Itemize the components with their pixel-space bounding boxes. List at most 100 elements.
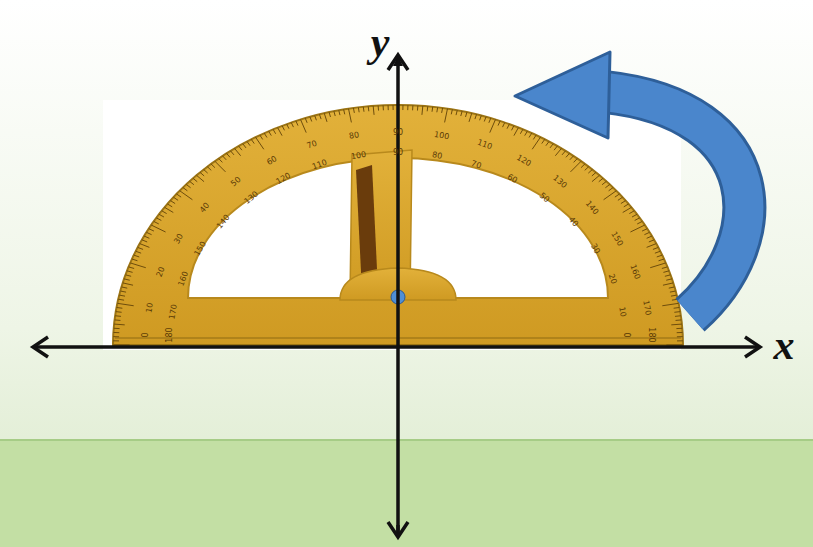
scale-tick [503, 122, 505, 127]
scale-tick [588, 169, 592, 173]
scale-tick [604, 191, 617, 200]
scale-tick [154, 221, 159, 224]
scale-tick [373, 106, 375, 115]
scale-tick [200, 172, 204, 176]
scale-tick [585, 167, 589, 171]
green-band [0, 440, 813, 547]
scale-tick [592, 172, 596, 176]
scale-tick [127, 271, 133, 273]
scale-tick [675, 315, 681, 317]
scale-tick [662, 267, 668, 269]
scale-tick [207, 167, 211, 171]
scale-tick [436, 107, 438, 112]
scale-tick [183, 188, 187, 191]
rotation-arrow-head [515, 52, 610, 138]
scale-tick [421, 106, 423, 115]
scale-tick [118, 299, 124, 301]
scale-tick [498, 121, 500, 126]
scale-tick [484, 117, 486, 122]
y-axis-head [388, 55, 408, 70]
scale-tick [674, 311, 680, 313]
scale-tick [256, 137, 264, 149]
scale-tick [349, 109, 352, 123]
scale-tick [123, 283, 133, 285]
scale-number: 10 [618, 306, 628, 317]
scale-tick [124, 279, 130, 280]
scale-tick [215, 161, 226, 172]
scale-tick [219, 158, 223, 162]
scale-tick [546, 141, 549, 145]
scale-tick [149, 229, 154, 231]
scale-number: 80 [348, 131, 359, 141]
scale-tick [301, 119, 307, 132]
scale-tick [456, 110, 457, 115]
scale-tick [388, 105, 389, 110]
scale-tick [671, 295, 677, 296]
scale-number: 180 [166, 327, 174, 342]
scale-tick [542, 139, 545, 143]
scale-tick [555, 148, 561, 155]
scale-tick [570, 156, 574, 160]
scale-number: 0 [142, 332, 150, 337]
scale-tick [339, 110, 340, 115]
scale-number: 0 [622, 332, 630, 337]
scale-tick [533, 135, 536, 139]
scale-number: 180 [646, 327, 654, 342]
scale-tick [130, 263, 146, 268]
scale-tick [278, 127, 283, 135]
axis-label: y [371, 21, 390, 63]
scale-tick [662, 303, 678, 305]
scale-tick [146, 232, 151, 234]
scale-tick [144, 236, 149, 238]
scale-tick [167, 204, 172, 207]
scale-tick [310, 117, 312, 122]
scale-tick [142, 240, 147, 242]
scale-tick [427, 106, 429, 111]
scale-tick [417, 106, 418, 111]
scale-tick [659, 259, 665, 261]
scale-tick [637, 221, 642, 224]
rotation-arrow [605, 92, 744, 315]
scale-tick [138, 247, 143, 249]
scale-tick [677, 332, 683, 333]
scale-tick [402, 105, 403, 110]
scale-tick [287, 124, 289, 129]
scale-tick [129, 267, 135, 269]
scale-tick [186, 184, 190, 187]
x-axis [33, 345, 760, 349]
scale-number: 90 [393, 149, 403, 157]
scale-tick [264, 133, 267, 137]
scale-tick [562, 151, 565, 155]
scale-tick [644, 232, 649, 234]
scale-tick [296, 121, 298, 126]
scale-tick [677, 336, 683, 337]
scale-tick [461, 111, 462, 116]
scale-tick [647, 244, 657, 248]
scale-tick [451, 109, 452, 114]
scale-tick [383, 105, 384, 110]
scale-tick [132, 259, 138, 261]
scale-tick [140, 244, 150, 248]
scale-tick [632, 214, 637, 217]
scale-tick [650, 263, 666, 268]
scale-number: 10 [145, 302, 155, 313]
scale-tick [113, 332, 119, 333]
scale-tick [162, 211, 167, 214]
scale-tick [618, 197, 623, 200]
scale-tick [193, 178, 197, 181]
scale-tick [393, 105, 394, 110]
scale-tick [475, 114, 477, 119]
scale-tick [223, 156, 227, 160]
scale-tick [235, 148, 241, 155]
scale-tick [113, 340, 119, 341]
scale-tick [466, 112, 467, 117]
scale-tick [554, 146, 557, 150]
scale-tick [669, 287, 675, 288]
scale-tick [315, 115, 317, 120]
scale-tick [609, 188, 613, 191]
scale-tick [514, 127, 519, 135]
scale-number: 80 [432, 151, 443, 161]
scale-tick [204, 169, 208, 173]
scale-tick [571, 161, 582, 172]
scale-tick [226, 153, 230, 157]
